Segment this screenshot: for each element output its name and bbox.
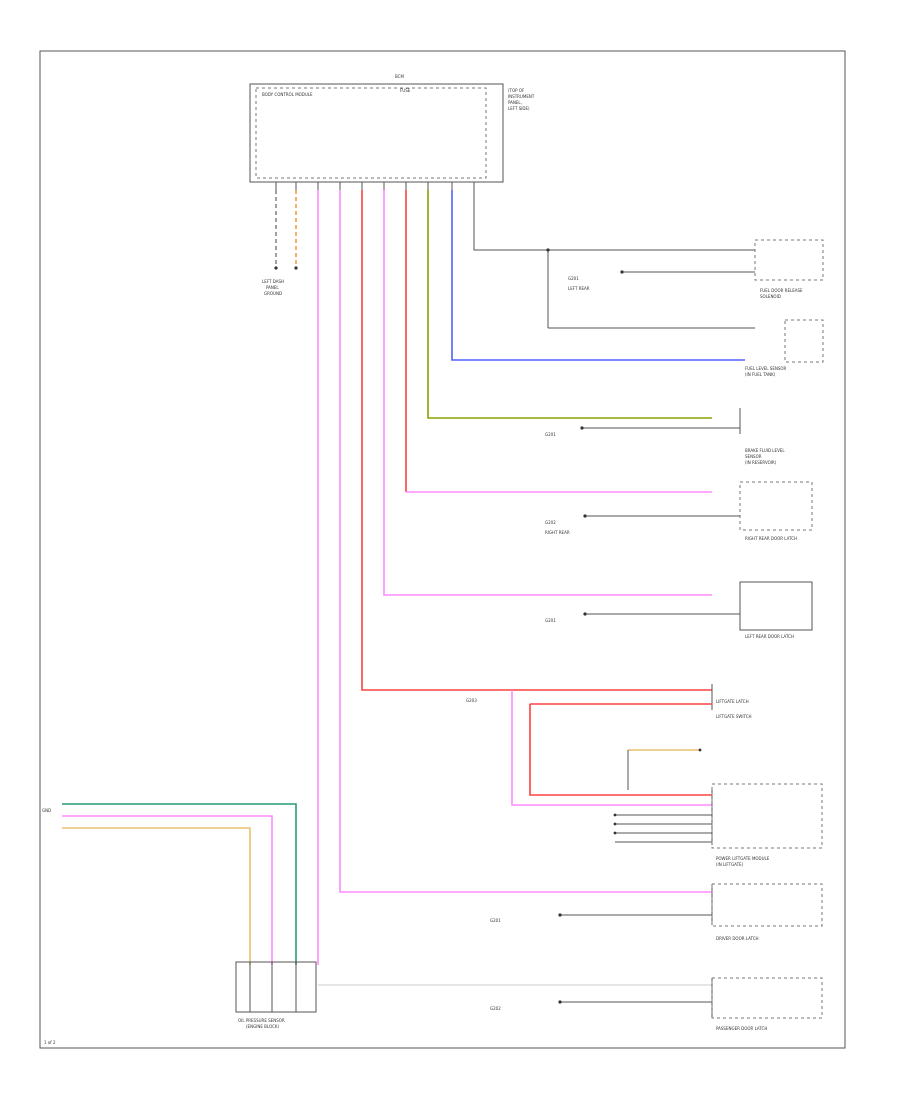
brake-fluid-label: BRAKE FLUID LEVEL (745, 448, 785, 453)
left-rear-door-latch: LEFT REAR DOOR LATCH G201 (545, 581, 813, 639)
oil-sensor-left-label: GND (42, 808, 51, 813)
bcm-location-note-4: LEFT SIDE) (508, 106, 530, 111)
liftgate-switch-label: LIFTGATE SWITCH (716, 714, 752, 719)
liftgate-module-label: POWER LIFTGATE MODULE (716, 856, 770, 861)
passenger-door-latch: PASSENGER DOOR LATCH G202 (318, 977, 823, 1031)
fuel-level-label: FUEL LEVEL SENSOR (745, 366, 787, 371)
bcm-location-note-2: INSTRUMENT (508, 94, 535, 99)
left-rear-ground-label: G201 (545, 618, 556, 623)
bcm-location-note-3: PANEL, (508, 100, 522, 105)
wire-red-liftgate (361, 190, 712, 691)
left-dash-ground-label-2: PANEL (266, 285, 279, 290)
wire-olive-brake (427, 190, 712, 419)
brake-fluid-label-3: (IN RESERVOIR) (745, 460, 777, 465)
left-rear-door-latch-label: LEFT REAR DOOR LATCH (745, 634, 794, 639)
passenger-door-latch-label: PASSENGER DOOR LATCH (716, 1026, 767, 1031)
liftgate-latch: LIFTGATE LATCH LIFTGATE SWITCH G203 (466, 684, 752, 806)
brake-fluid-level-sensor: BRAKE FLUID LEVEL SENSOR (IN RESERVOIR) … (545, 408, 785, 465)
body-control-module: BCM BODY CONTROL MODULE FUSE (TOP OF INS… (249, 74, 535, 190)
right-rear-door-latch-label: RIGHT REAR DOOR LATCH (745, 536, 797, 541)
oil-sensor-label: OIL PRESSURE SENSOR (238, 1018, 285, 1023)
wire-pink-driver-door (339, 190, 712, 893)
left-dash-ground-label: LEFT DASH (262, 279, 284, 284)
power-liftgate-module: POWER LIFTGATE MODULE (IN LIFTGATE) (613, 748, 823, 867)
liftgate-latch-label: LIFTGATE LATCH (716, 699, 749, 704)
wire-gray-fuel-door (473, 190, 755, 251)
diagram-frame (39, 50, 846, 1049)
driver-door-ground-label: G201 (490, 918, 501, 923)
oil-sensor-label-2: (ENGINE BLOCK) (246, 1024, 280, 1029)
fuel-door-release-solenoid: FUEL DOOR RELEASE SOLENOID G201 LEFT REA… (546, 239, 824, 329)
wire-blue-fuel-level (451, 190, 745, 361)
brake-fluid-label-2: SENSOR (745, 454, 762, 459)
driver-door-latch-label: DRIVER DOOR LATCH (716, 936, 759, 941)
page-reference: 1 of 2 (44, 1040, 56, 1045)
bcm-title: BODY CONTROL MODULE (262, 92, 313, 97)
g201-label: G201 (568, 276, 579, 281)
passenger-door-ground-label: G202 (490, 1006, 501, 1011)
fuel-door-label: FUEL DOOR RELEASE (760, 288, 803, 293)
liftgate-module-label-2: (IN LIFTGATE) (716, 862, 744, 867)
wire-pink-left-rear (383, 190, 712, 596)
bcm-location-note: (TOP OF (508, 88, 525, 93)
driver-door-latch: DRIVER DOOR LATCH G201 (490, 883, 823, 941)
bcm-fuse-label: FUSE (400, 88, 411, 93)
brake-ground-label: G201 (545, 432, 556, 437)
fuel-level-label-2: (IN FUEL TANK) (745, 372, 776, 377)
oil-pressure-sensor: GND OIL PRESSURE SENSOR (ENGINE BLOCK) (42, 803, 317, 1029)
left-dash-ground-label-3: GROUND (264, 291, 282, 296)
g202-label: G202 (545, 520, 556, 525)
bcm-tag-label: BCM (395, 74, 404, 79)
right-rear-door-latch: RIGHT REAR DOOR LATCH G202 RIGHT REAR (545, 481, 813, 541)
g201-location-label: LEFT REAR (568, 286, 590, 291)
fuel-door-label-2: SOLENOID (760, 294, 781, 299)
g202-location-label: RIGHT REAR (545, 530, 570, 535)
ground-wires: LEFT DASH PANEL GROUND (262, 190, 298, 296)
g203-label: G203 (466, 698, 477, 703)
fuel-level-sensor: FUEL LEVEL SENSOR (IN FUEL TANK) (745, 319, 824, 377)
